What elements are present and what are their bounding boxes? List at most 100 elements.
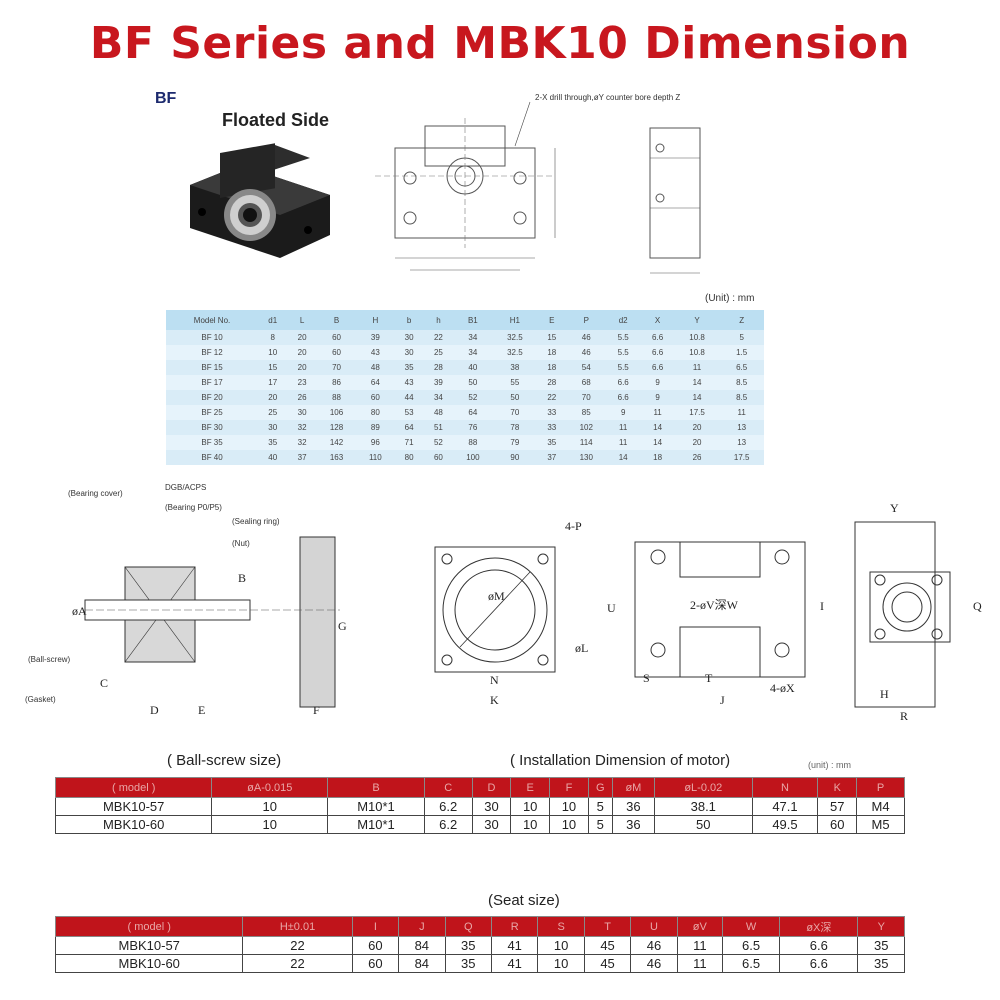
bf-table-row-cell: 60 (332, 333, 341, 342)
dim-2vw: 2-øV深W (690, 598, 739, 612)
mbk-header-cell: B (327, 777, 425, 798)
mbk-header-cell: D (471, 777, 512, 798)
seat-header-cell: J (398, 916, 446, 937)
bf-table-row-cell: 20 (287, 345, 317, 360)
bf-table-row-cell: 13 (719, 435, 764, 450)
bf-table-row-cell: 130 (579, 453, 593, 462)
bearing-sub-label: (Bearing P0/P5) (165, 503, 222, 512)
bf-table-row-cell: 32 (287, 435, 317, 450)
bf-header-cell: L (287, 310, 317, 330)
seat-header-cell: øX深 (779, 916, 859, 937)
mbk-table-row-cell: 36 (611, 797, 656, 816)
bf-table-row-cell: 40 (468, 363, 478, 372)
mbk-table-row-cell: 60 (817, 815, 858, 834)
mbk-table-row-cell: 57 (817, 797, 858, 816)
mbk-table-row-cell: M10*1 (327, 815, 425, 834)
bf-technical-drawing: 2-X drill through,øY counter bore depth … (375, 93, 701, 274)
bf-table-row-cell: 11 (719, 405, 764, 420)
bf-table-row-cell: 6.5 (736, 363, 748, 372)
bf-table-row-cell: 14 (618, 453, 628, 462)
mbk-table-row-cell: M10*1 (327, 797, 425, 816)
seat-table-row-cell: 46 (630, 954, 678, 973)
bf-table-row-cell: 5.5 (605, 345, 641, 360)
seat-header-cell: Q (444, 916, 492, 937)
bf-table-row-cell: 11 (640, 405, 675, 420)
bf-table-row-cell: 52 (468, 393, 478, 402)
bf-table-row-cell: 11 (692, 363, 702, 372)
bf-tag: BF (155, 90, 177, 107)
seat-table-header-row: ( model ) H±0.01 I J Q R S T U øV W øX深 … (54, 916, 905, 937)
bf-table-header-row: Model No. d1 L B H b h B1 H1 E P d2 X Y … (166, 310, 764, 330)
nut-label: (Nut) (232, 539, 250, 548)
bf-table-row-cell: 52 (423, 435, 454, 450)
bf-table-row-cell: 13 (737, 423, 747, 432)
mbk-table-row-cell: 6.2 (423, 815, 473, 834)
bf-header-cell: b (394, 310, 424, 330)
bf-table-row-cell: 37 (547, 453, 557, 462)
mbk-table-row-cell: M4 (856, 797, 905, 816)
dim-r: R (900, 709, 908, 723)
bf-table-row-cell: 70 (332, 363, 341, 372)
dim-q: Q (973, 599, 982, 613)
bf-table-row-cell: 46 (581, 333, 591, 342)
unit-label-2: (unit) : mm (808, 760, 852, 770)
bf-table-row-cell: 37 (297, 453, 307, 462)
bf-table-row-cell: 50 (510, 393, 520, 402)
dim-i: I (820, 599, 824, 613)
bf-table-row-cell: BF 20 (201, 393, 223, 402)
mbk-table-row-cell: 10 (549, 815, 589, 834)
bf-table-row-cell: 54 (581, 363, 591, 372)
bf-table-row-cell: 1.5 (719, 345, 764, 360)
bf-table-row-cell: 14 (653, 423, 663, 432)
mbk-header-cell: C (423, 777, 473, 798)
bf-table-row-cell: 60 (370, 393, 380, 402)
seat-header-cell: R (490, 916, 539, 937)
bf-table-row-cell: 11 (605, 435, 641, 450)
seat-table-row-cell: 22 (242, 936, 353, 955)
bf-table-row-cell: 46 (566, 345, 606, 360)
bf-table-row-cell: BF 30 (201, 423, 223, 432)
bf-table-row-cell: BF 17 (166, 375, 259, 390)
bf-table-row-cell: 163 (329, 453, 344, 462)
bf-table-row-cell: 79 (492, 435, 538, 450)
bf-table-row-cell: 44 (404, 393, 414, 402)
bf-table-row-cell: 6.6 (652, 333, 664, 342)
bf-table-row-cell: 26 (692, 453, 702, 462)
dim-h: H (880, 687, 889, 701)
bf-table-row-cell: 8.5 (736, 393, 748, 402)
bf-table-row-cell: 10.8 (674, 345, 720, 360)
bf-header-cell: B (316, 310, 357, 330)
mbk-table-row-cell: M5 (856, 815, 905, 834)
seat-table-row-cell: 84 (398, 936, 446, 955)
bf-table-row-cell: BF 12 (166, 345, 259, 360)
bf-table-row-cell: 34 (433, 393, 443, 402)
mbk-header-cell: øA-0.015 (211, 777, 329, 798)
bf-header-cell: H (356, 310, 395, 330)
mbk-table-row-cell: 47.1 (751, 797, 819, 816)
dim-g: G (338, 619, 347, 633)
mbk-dimension-table: ( model ) øA-0.015 B C D E F G øM øL-0.0… (54, 777, 905, 834)
mbk-table-row-cell: 36 (611, 815, 656, 834)
seat-table-row-cell: 6.5 (721, 954, 781, 973)
bf-table-row-cell: 51 (433, 423, 443, 432)
dim-4p: 4-P (565, 519, 582, 533)
bf-table-row-cell: 20 (692, 423, 702, 432)
bf-table-row-cell: 22 (433, 333, 443, 342)
bf-table-row-cell: 35 (537, 435, 567, 450)
bf-table-row-cell: 71 (394, 435, 424, 450)
seat-header-cell: H±0.01 (242, 916, 353, 937)
seat-table-row-cell: 60 (351, 936, 400, 955)
seat-table-row-cell: 60 (351, 954, 400, 973)
dim-a: øA (72, 604, 87, 618)
bf-table-row-cell: 28 (433, 363, 443, 372)
bf-table-row-cell: 30 (404, 333, 414, 342)
bf-header-cell: B1 (453, 310, 493, 330)
